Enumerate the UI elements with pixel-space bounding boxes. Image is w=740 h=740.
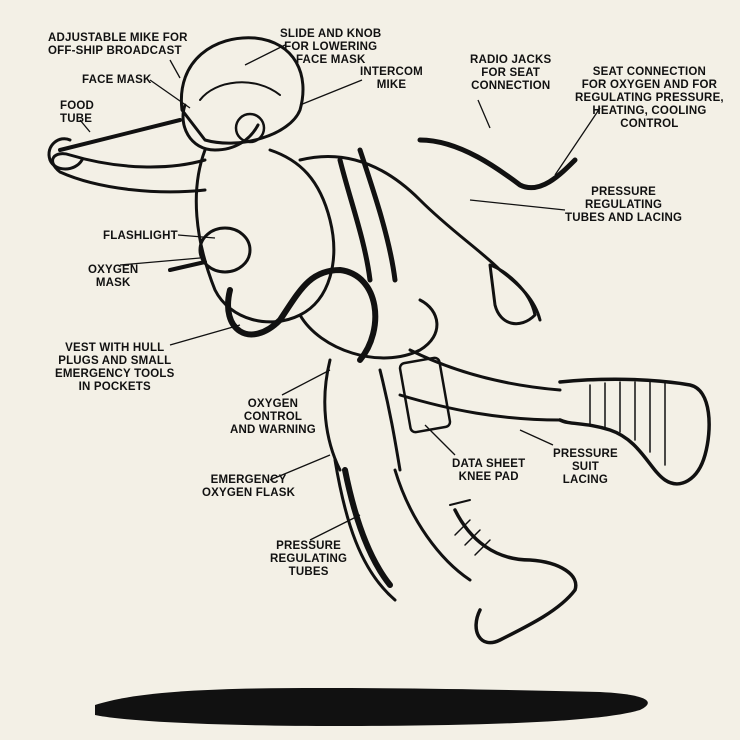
label-radio-jacks: RADIO JACKS FOR SEAT CONNECTION bbox=[470, 54, 552, 92]
label-pressure-regulating-tubes: PRESSURE REGULATING TUBES bbox=[270, 540, 348, 578]
ground-shadow bbox=[95, 688, 648, 726]
oxygen-hose bbox=[225, 267, 379, 363]
label-pressure-regulating-tubes-lacing: PRESSURE REGULATING TUBES AND LACING bbox=[565, 186, 683, 224]
label-data-sheet: DATA SHEET KNEE PAD bbox=[452, 458, 526, 483]
label-face-mask: FACE MASK bbox=[82, 74, 152, 86]
front-shin bbox=[333, 458, 397, 602]
seat-hose bbox=[417, 137, 578, 191]
label-emergency-flask: EMERGENCY OXYGEN FLASK bbox=[202, 474, 296, 499]
food-tube bbox=[58, 118, 182, 152]
left-arm bbox=[51, 152, 207, 194]
label-vest: VEST WITH HULL PLUGS AND SMALL EMERGENCY… bbox=[55, 342, 175, 393]
back-boot bbox=[558, 377, 711, 486]
label-flashlight: FLASHLIGHT bbox=[103, 230, 178, 242]
suit-lacing bbox=[454, 381, 666, 556]
right-arm bbox=[298, 154, 542, 322]
label-oxygen-mask: OXYGEN MASK bbox=[88, 264, 139, 289]
label-intercom-mike: INTERCOM MIKE bbox=[360, 66, 423, 91]
label-adjustable-mike: ADJUSTABLE MIKE FOR OFF-SHIP BROADCAST bbox=[48, 32, 188, 57]
label-slide-knob: SLIDE AND KNOB FOR LOWERING FACE MASK bbox=[280, 28, 382, 66]
label-seat-connection: SEAT CONNECTION FOR OXYGEN AND FOR REGUL… bbox=[575, 66, 724, 130]
back-thigh bbox=[408, 348, 562, 392]
knee-pad bbox=[398, 356, 452, 434]
hips bbox=[298, 298, 439, 360]
face-mask bbox=[181, 103, 260, 152]
front-boot bbox=[453, 508, 578, 645]
front-thigh bbox=[323, 358, 342, 472]
label-food-tube: FOOD TUBE bbox=[60, 100, 95, 125]
torso bbox=[194, 148, 336, 324]
label-pressure-suit-lacing: PRESSURE SUIT LACING bbox=[553, 448, 618, 486]
oxygen-mask bbox=[198, 226, 252, 274]
label-oxygen-control: OXYGEN CONTROL AND WARNING bbox=[230, 398, 316, 436]
